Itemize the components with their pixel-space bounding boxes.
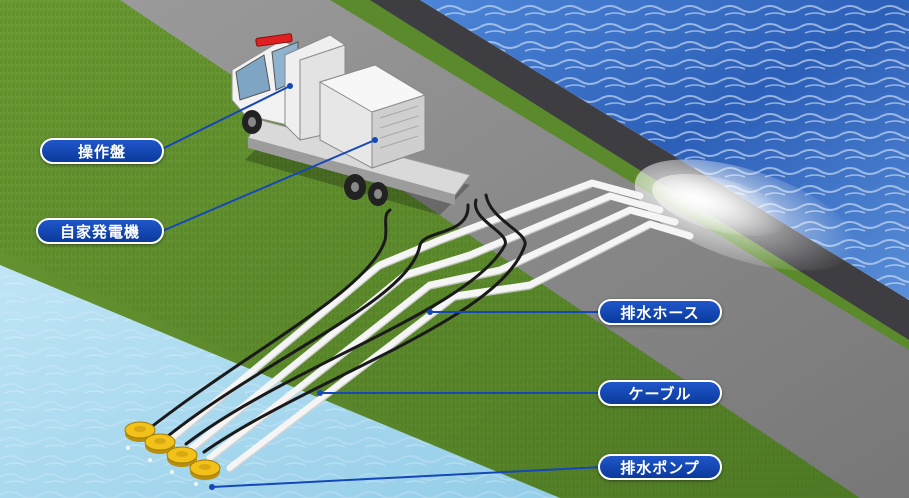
drain-pump-icon bbox=[189, 459, 221, 480]
drain-pump-icon bbox=[144, 433, 176, 454]
drain-pumps bbox=[124, 421, 221, 480]
drain-pump-icon bbox=[166, 446, 198, 467]
drain-hoses bbox=[166, 179, 694, 472]
leader-lines bbox=[159, 85, 603, 488]
pump-cables bbox=[148, 193, 527, 454]
label-control-panel: 操作盤 bbox=[40, 138, 164, 164]
label-cable: ケーブル bbox=[598, 380, 722, 406]
label-generator: 自家発電機 bbox=[36, 218, 164, 244]
drainage-pump-truck-icon bbox=[231, 33, 471, 215]
label-drain-pump: 排水ポンプ bbox=[598, 454, 722, 480]
drain-pump-icon bbox=[124, 421, 156, 442]
label-drain-hose: 排水ホース bbox=[598, 299, 722, 325]
